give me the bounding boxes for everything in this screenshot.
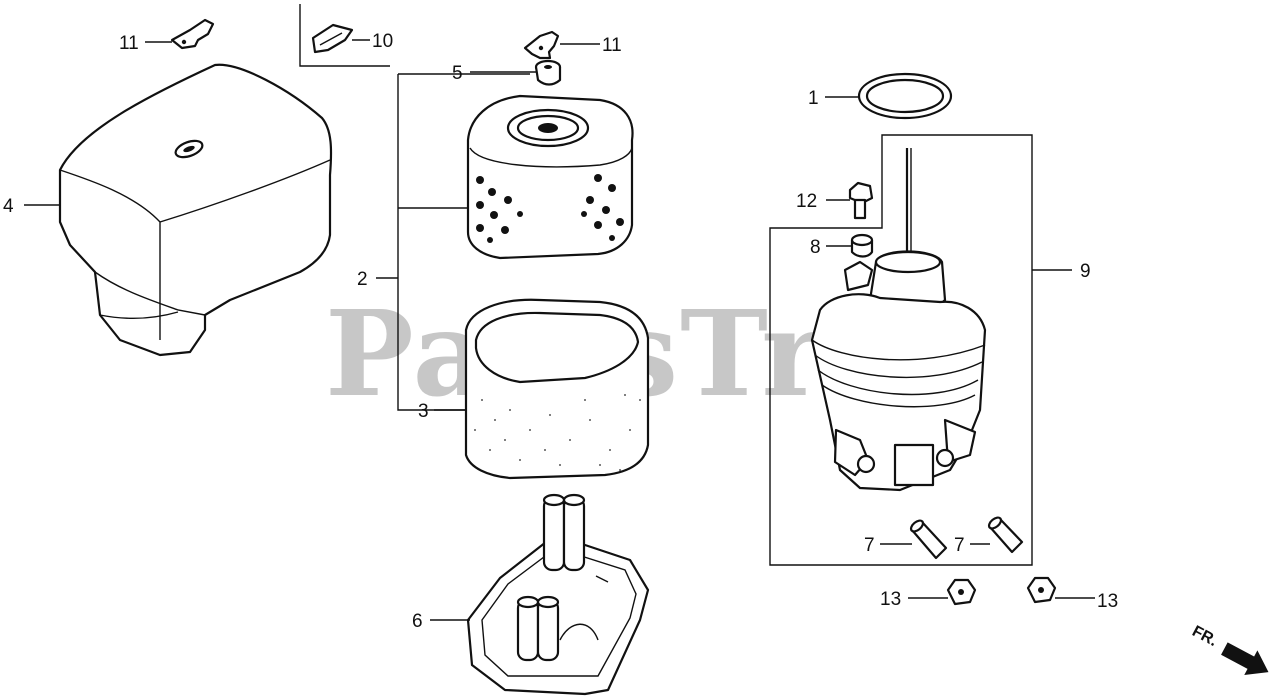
callout-4: 4: [3, 196, 14, 217]
front-direction-indicator: FR.: [1189, 623, 1269, 676]
callout-8: 8: [810, 237, 821, 258]
callout-11-left: 11: [119, 33, 139, 54]
clip-part-10[interactable]: [311, 23, 354, 54]
callout-7-right: 7: [954, 535, 965, 556]
nut-part-right[interactable]: [1026, 576, 1057, 604]
assembly-9-bracket: [769, 134, 1033, 566]
elbow-assembly-part[interactable]: [810, 148, 987, 492]
foam-filter-element-part[interactable]: [464, 298, 650, 480]
callout-13-right: 13: [1097, 591, 1118, 612]
callout-1: 1: [808, 88, 819, 109]
clip-part-left[interactable]: [170, 18, 215, 50]
pin-part-right[interactable]: [987, 515, 1024, 554]
callout-7-left: 7: [864, 535, 875, 556]
callout-12: 12: [796, 191, 817, 212]
callout-11-center: 11: [602, 35, 622, 56]
callout-13-left: 13: [880, 589, 901, 610]
arrow-right-icon: [1221, 642, 1269, 676]
callout-5: 5: [452, 63, 463, 84]
direction-label: FR.: [1189, 623, 1220, 650]
bolt-part[interactable]: [848, 181, 874, 220]
callout-6: 6: [412, 611, 423, 632]
callout-9: 9: [1080, 261, 1091, 282]
air-cleaner-base-part[interactable]: [466, 493, 650, 696]
callout-10: 10: [372, 31, 393, 52]
clip-part-center[interactable]: [523, 30, 560, 60]
callout-3: 3: [418, 401, 429, 422]
pin-part-left[interactable]: [909, 518, 948, 560]
air-filter-element-part[interactable]: [466, 94, 634, 260]
nut-part-left[interactable]: [946, 578, 977, 606]
wing-nut-part-5[interactable]: [534, 59, 562, 86]
callout-2: 2: [357, 269, 368, 290]
collar-part[interactable]: [850, 233, 874, 258]
air-cleaner-cover-part[interactable]: [58, 63, 333, 357]
gasket-part[interactable]: [857, 72, 953, 120]
